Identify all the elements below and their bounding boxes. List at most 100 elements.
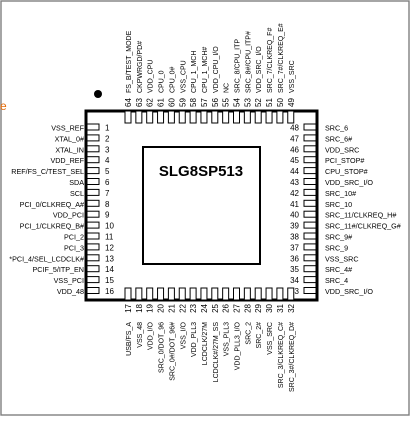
top-pin-number-51: 51 [265, 98, 274, 107]
bottom-pin-label-24: LCDCLK/27M [202, 322, 209, 365]
left-pin-label-11: PCI_2 [64, 233, 84, 242]
bottom-pin-number-32: 32 [287, 303, 296, 312]
top-pin-number-49: 49 [287, 98, 296, 107]
right-pin-38 [303, 232, 317, 240]
stray-mark: e [0, 99, 7, 113]
bottom-pin-number-19: 19 [146, 303, 155, 312]
bottom-pin-18 [135, 287, 143, 301]
bottom-pin-number-29: 29 [254, 303, 263, 312]
bottom-pin-number-18: 18 [135, 303, 144, 312]
left-pin-label-12: PCI_3 [64, 243, 84, 252]
top-pin-label-61: CPU_0 [159, 70, 166, 93]
left-pin-2 [86, 134, 100, 142]
right-pin-number-35: 35 [290, 265, 299, 274]
right-pin-label-41: SRC_10 [325, 200, 352, 209]
pin1-indicator-dot [94, 90, 102, 98]
left-pin-label-1: VSS_REF [51, 124, 84, 133]
bottom-pin-label-25: LCDCLK#/27M_SS [213, 322, 220, 383]
right-pin-36 [303, 254, 317, 262]
left-pin-label-9: VDD_PCI [53, 211, 84, 220]
left-pin-11 [86, 232, 100, 240]
right-pin-37 [303, 243, 317, 251]
right-pin-label-36: VSS_SRC [325, 254, 359, 263]
top-pin-label-62: VDD_CPU [148, 60, 155, 93]
bottom-pin-number-28: 28 [243, 303, 252, 312]
top-pin-label-50: SRC_7#/CLKREQ_E# [278, 23, 285, 93]
bottom-pin-30 [265, 287, 273, 301]
right-pin-number-40: 40 [290, 211, 299, 220]
left-pin-8 [86, 199, 100, 207]
left-pin-number-12: 12 [105, 243, 114, 252]
bottom-pin-label-32: SRC_3#/CLKREQ_D# [289, 322, 296, 392]
top-pin-60 [167, 110, 175, 124]
top-pin-52 [254, 110, 262, 124]
left-pin-label-4: VDD_REF [50, 156, 84, 165]
bottom-pin-label-20: SRC_0/DOT_96 [159, 322, 166, 373]
top-pin-56 [211, 110, 219, 124]
bottom-pin-number-22: 22 [178, 303, 187, 312]
right-pin-label-40: SRC_11/CLKREQ_H# [325, 211, 396, 220]
top-pin-51 [265, 110, 273, 124]
top-pin-55 [222, 110, 230, 124]
top-pin-50 [276, 110, 284, 124]
right-pin-number-34: 34 [290, 276, 299, 285]
pins-layer: 1VSS_REF2XTAL_0#3XTAL_IN4VDD_REF5REF/FS_… [9, 23, 401, 392]
left-pin-number-16: 16 [105, 287, 114, 296]
bottom-pin-19 [146, 287, 154, 301]
top-pin-number-63: 63 [135, 98, 144, 107]
right-pin-number-39: 39 [290, 222, 299, 231]
left-pin-label-13: *PCI_4/SEL_LCDCLK# [9, 254, 84, 263]
bottom-pin-number-23: 23 [189, 303, 198, 312]
bottom-pin-label-19: VDD_I/O [148, 321, 155, 350]
top-pin-57 [200, 110, 208, 124]
bottom-pin-label-27: VDD_PLL3_I/O [235, 321, 242, 370]
bottom-pin-label-22: VSS_I/O [180, 321, 187, 349]
bottom-pin-24 [200, 287, 208, 301]
top-pin-54 [233, 110, 240, 124]
left-pin-number-7: 7 [105, 189, 110, 198]
top-pin-label-56: VDD_CPU_I/O [213, 46, 220, 93]
top-pin-58 [189, 110, 197, 124]
top-pin-label-49: VSS_SRC [289, 60, 296, 93]
part-number: SLG8SP513 [159, 163, 243, 180]
right-pin-label-42: SRC_10# [325, 189, 356, 198]
right-pin-number-45: 45 [290, 156, 299, 165]
left-pin-5 [86, 167, 100, 175]
bottom-pin-label-21: SRC_0#/DOT_96# [169, 322, 176, 381]
top-pin-label-63: CKPWRGD/PD# [137, 41, 144, 93]
right-pin-number-42: 42 [290, 189, 299, 198]
left-pin-label-16: VDD_48 [57, 287, 84, 296]
left-pin-number-14: 14 [105, 265, 114, 274]
die-outline [142, 146, 261, 265]
bottom-pin-number-30: 30 [265, 303, 274, 312]
left-pin-number-13: 13 [105, 254, 114, 263]
bottom-pin-number-20: 20 [157, 303, 166, 312]
right-pin-number-46: 46 [290, 145, 299, 154]
right-pin-label-38: SRC_9# [325, 233, 352, 242]
left-pin-number-9: 9 [105, 211, 110, 220]
right-pin-label-33: VDD_SRC_I/O [325, 287, 373, 296]
left-pin-number-11: 11 [105, 233, 114, 242]
right-pin-number-37: 37 [290, 243, 299, 252]
top-pin-number-56: 56 [211, 98, 220, 107]
bottom-pin-23 [189, 287, 197, 301]
left-pin-4 [86, 156, 100, 164]
left-pin-16 [86, 287, 100, 294]
top-pin-label-51: SRC_7/CLKREQ_F# [267, 28, 274, 93]
left-pin-label-14: PCIF_5/ITP_EN [32, 265, 84, 274]
right-pin-number-44: 44 [290, 167, 299, 176]
left-pin-12 [86, 243, 100, 251]
left-pin-number-6: 6 [105, 178, 110, 187]
right-pin-label-44: CPU_STOP# [325, 167, 368, 176]
right-pin-41 [303, 199, 317, 207]
top-pin-number-52: 52 [254, 98, 263, 107]
top-pin-label-59: VSS_CPU [180, 60, 187, 93]
bottom-pin-25 [211, 287, 219, 301]
right-pin-35 [303, 265, 317, 273]
bottom-pin-label-30: VSS_SRC [267, 322, 274, 355]
top-pin-number-55: 55 [222, 98, 231, 107]
right-pin-46 [303, 145, 317, 153]
top-pin-label-64: FS_B/TEST_MODE [126, 30, 133, 93]
bottom-pin-17 [124, 287, 132, 301]
bottom-pin-number-31: 31 [276, 303, 285, 312]
